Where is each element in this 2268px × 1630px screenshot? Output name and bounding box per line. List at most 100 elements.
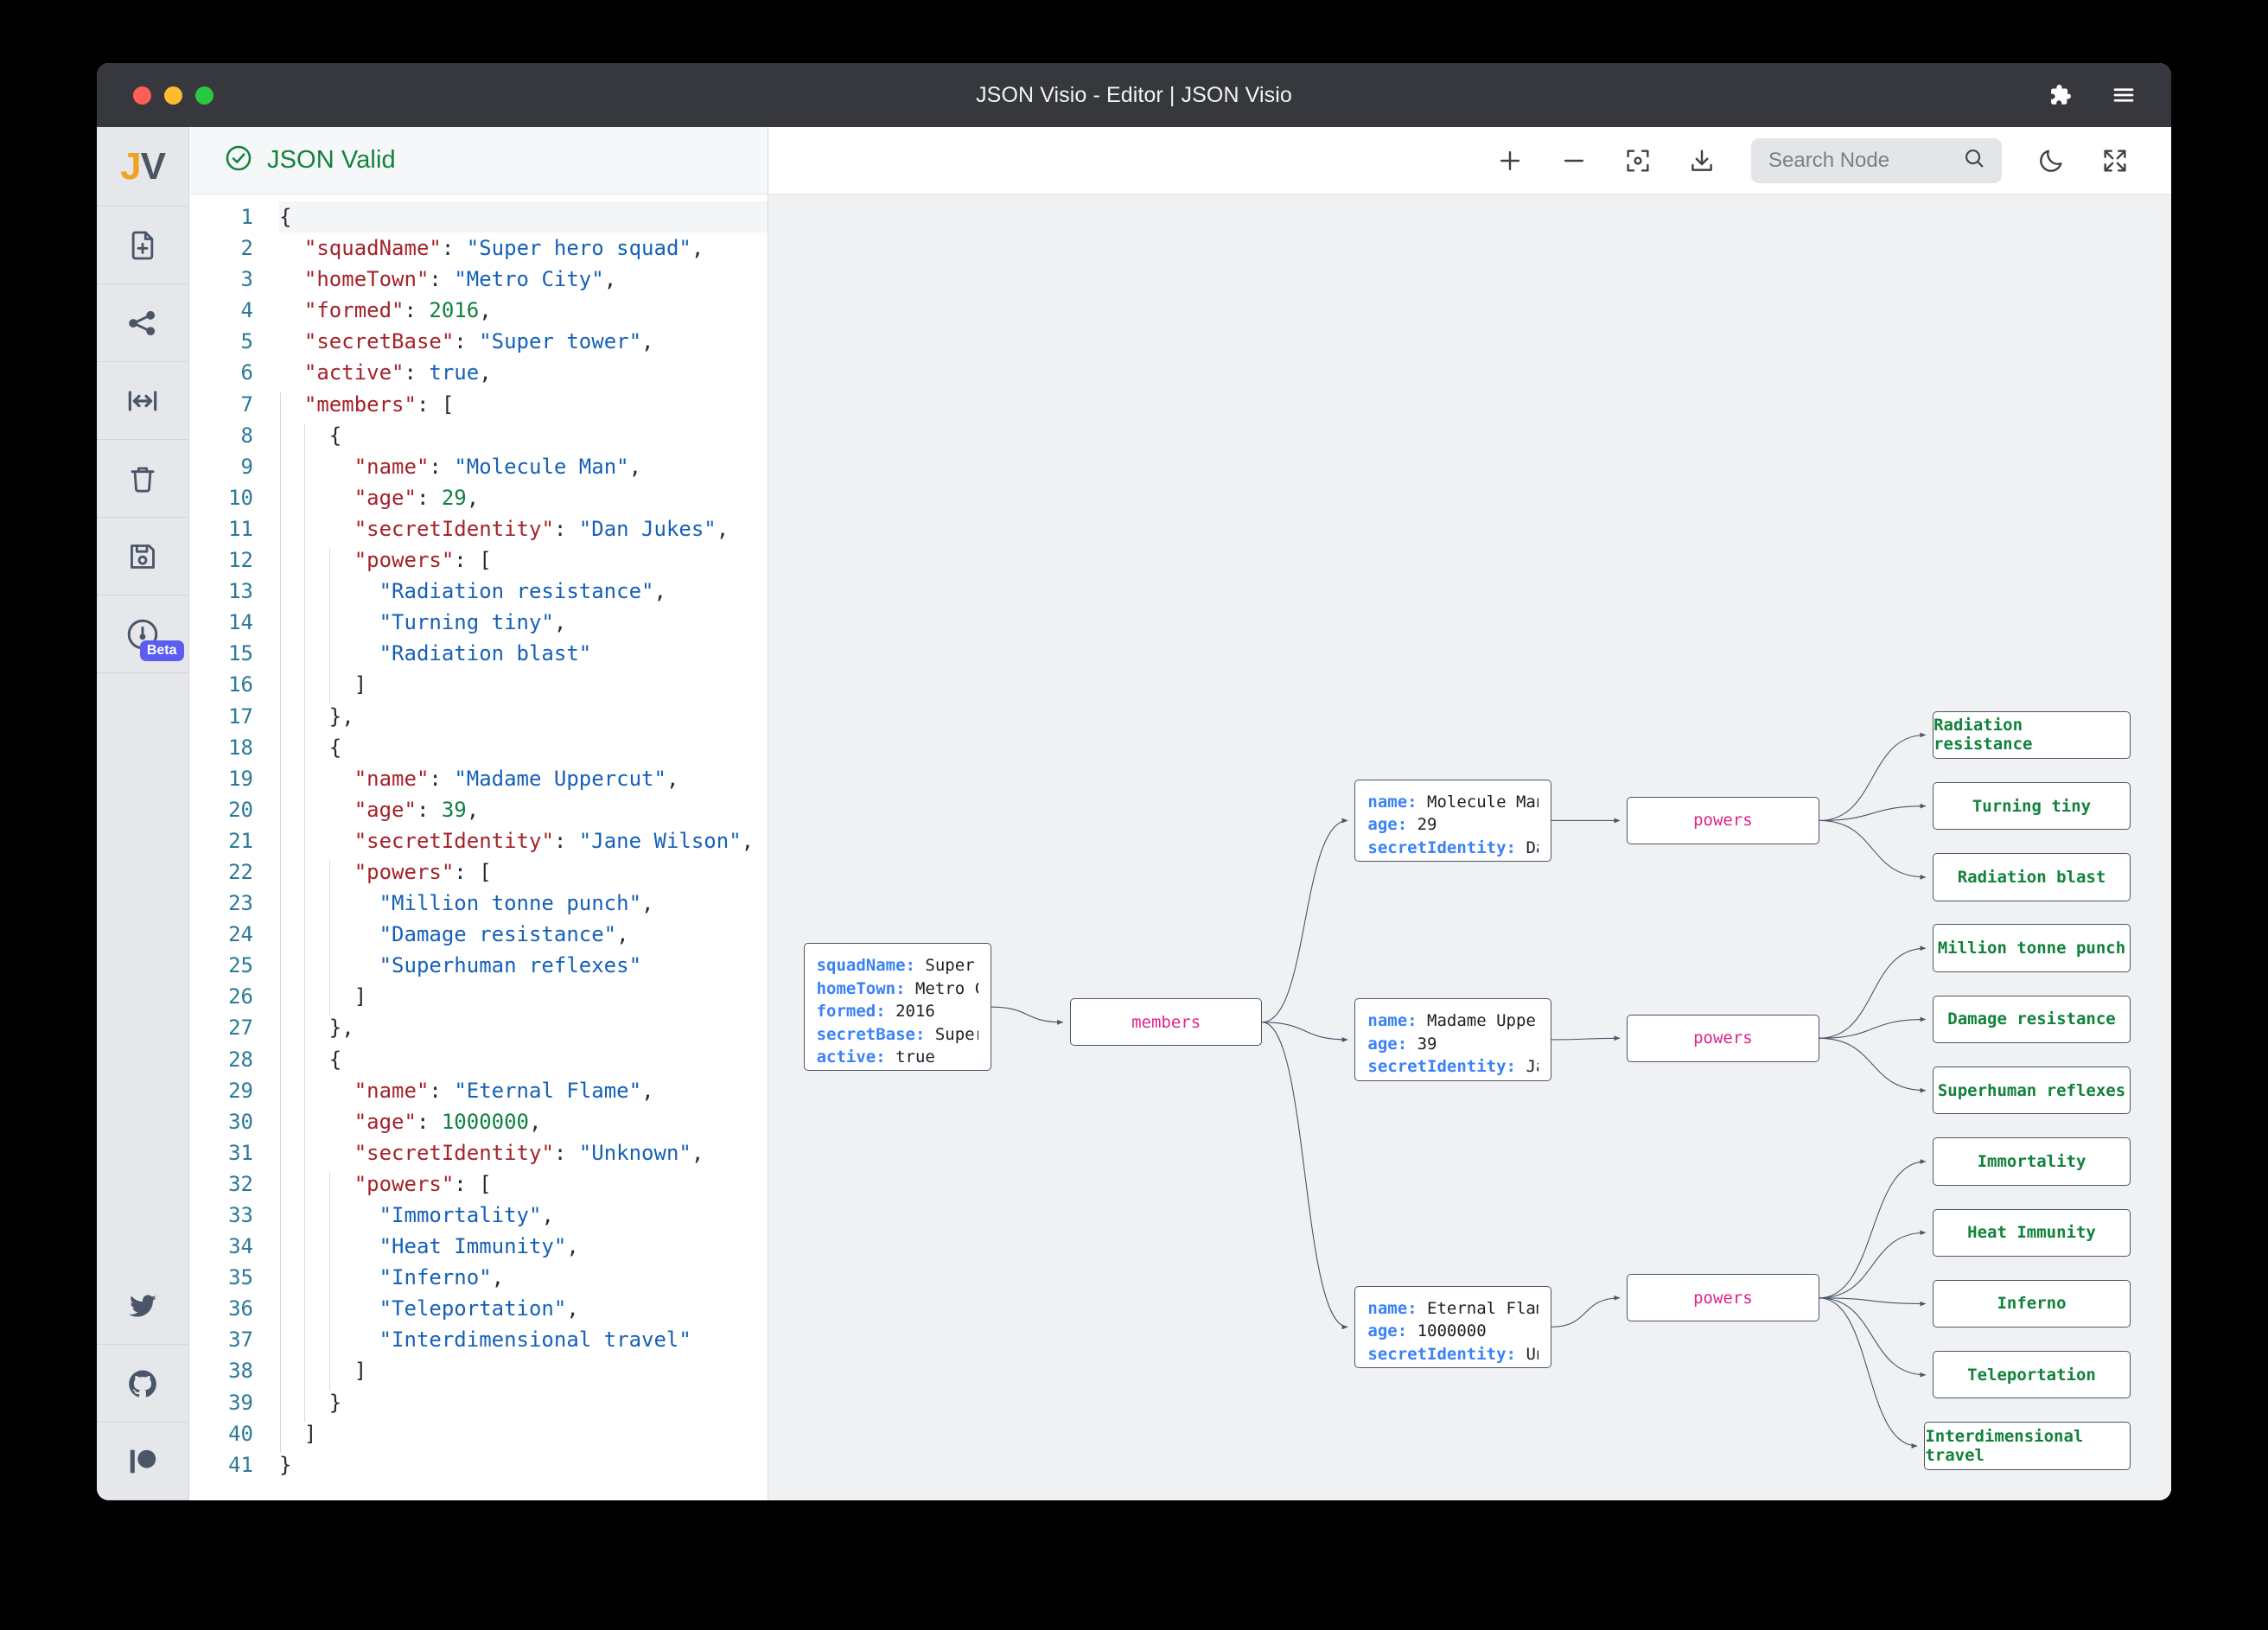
line-number: 16: [189, 669, 253, 700]
code-token-punct: ,: [566, 1234, 578, 1258]
graph-key-node[interactable]: powers: [1627, 1274, 1819, 1321]
graph-node-row: age: 29: [1367, 813, 1538, 837]
code-token-punct: : [: [454, 860, 491, 884]
github-icon[interactable]: [97, 1345, 189, 1423]
plus-icon[interactable]: [1495, 146, 1525, 175]
expand-fullscreen-icon[interactable]: [2100, 146, 2130, 175]
code-line: "squadName": "Super hero squad",: [279, 232, 768, 264]
minus-icon[interactable]: [1559, 146, 1589, 175]
graph-key-node[interactable]: powers: [1627, 1015, 1819, 1062]
code-editor[interactable]: 1234567891011121314151617181920212223242…: [189, 194, 768, 1500]
graph-node-row: name: Molecule Man: [1367, 791, 1538, 814]
graph-toolbar: [768, 127, 2171, 194]
share-nodes-icon[interactable]: [97, 284, 189, 362]
code-token-punct: ,: [629, 455, 641, 479]
code-token-punct: ,: [616, 922, 628, 946]
save-icon[interactable]: [97, 518, 189, 595]
code-token-str: "Heat Immunity": [379, 1234, 567, 1258]
code-token-punct: {: [329, 735, 341, 760]
twitter-icon[interactable]: [97, 1267, 189, 1345]
code-token-key: "powers": [354, 860, 455, 884]
graph-leaf-node[interactable]: Turning tiny: [1933, 782, 2131, 830]
new-file-icon[interactable]: [97, 207, 189, 284]
code-line: {: [279, 201, 768, 232]
code-token-str: "Eternal Flame": [454, 1079, 641, 1103]
code-line: "age": 29,: [279, 482, 768, 513]
graph-leaf-node[interactable]: Teleportation: [1933, 1351, 2131, 1398]
app-logo[interactable]: JV: [97, 127, 189, 207]
gauge-icon[interactable]: Beta: [97, 595, 189, 673]
graph-leaf-node[interactable]: Inferno: [1933, 1280, 2131, 1328]
graph-leaf-node[interactable]: Interdimensional travel: [1924, 1422, 2131, 1469]
code-token-str: "Radiation blast": [379, 641, 592, 665]
code-token-punct: :: [417, 486, 442, 510]
graph-leaf-node[interactable]: Immortality: [1933, 1137, 2131, 1185]
graph-canvas[interactable]: squadName: Super hero…homeTown: Metro Ci…: [768, 194, 2171, 1500]
puzzle-icon[interactable]: [2047, 82, 2073, 108]
graph-node-value: true: [895, 1047, 935, 1067]
maximize-window-button[interactable]: [195, 86, 213, 105]
graph-node-value: 1000000: [1418, 1321, 1487, 1340]
graph-leaf-node[interactable]: Damage resistance: [1933, 996, 2131, 1043]
close-window-button[interactable]: [133, 86, 151, 105]
graph-object-node[interactable]: name: Madame Uppercutage: 39secretIdenti…: [1354, 998, 1551, 1081]
graph-node-key: secretBase:: [817, 1025, 935, 1044]
code-token-num: 39: [442, 798, 467, 822]
expand-width-icon[interactable]: [97, 362, 189, 440]
code-content[interactable]: { "squadName": "Super hero squad", "home…: [267, 201, 768, 1500]
code-line: "Damage resistance",: [279, 919, 768, 950]
code-token-sp: [279, 1359, 354, 1383]
hamburger-menu-icon[interactable]: [2111, 82, 2137, 108]
code-token-sp: [279, 1141, 354, 1165]
code-token-str: "Super tower": [479, 329, 641, 353]
graph-node-value: Molecule Man: [1427, 793, 1539, 812]
graph-object-node[interactable]: name: Molecule Manage: 29secretIdentity:…: [1354, 780, 1551, 863]
line-number: 39: [189, 1387, 253, 1418]
delete-icon[interactable]: [97, 440, 189, 518]
window-title: JSON Visio - Editor | JSON Visio: [97, 83, 2171, 108]
line-number: 14: [189, 607, 253, 638]
search-input[interactable]: [1768, 149, 1953, 173]
focus-center-icon[interactable]: [1623, 146, 1653, 175]
code-token-sp: [279, 329, 304, 353]
code-line: {: [279, 420, 768, 451]
code-token-str: "Turning tiny": [379, 610, 554, 634]
code-line: "Immortality",: [279, 1200, 768, 1231]
graph-object-node[interactable]: squadName: Super hero…homeTown: Metro Ci…: [804, 943, 991, 1071]
graph-node-row: secretIdentity: Unkno…: [1367, 1343, 1538, 1366]
code-token-punct: ,: [529, 1110, 541, 1134]
graph-leaf-node[interactable]: Radiation blast: [1933, 853, 2131, 901]
json-validity-text: JSON Valid: [267, 146, 396, 175]
line-number: 37: [189, 1324, 253, 1355]
line-number: 23: [189, 888, 253, 919]
code-token-punct: {: [329, 423, 341, 448]
code-token-punct: ,: [641, 891, 653, 915]
search-node-box[interactable]: [1751, 138, 2002, 183]
graph-key-node[interactable]: members: [1070, 998, 1262, 1046]
line-number: 27: [189, 1012, 253, 1043]
patreon-icon[interactable]: [97, 1423, 189, 1500]
line-number: 28: [189, 1044, 253, 1075]
graph-node-value: Super tow…: [935, 1025, 978, 1044]
graph-node-value: Dan J…: [1526, 838, 1538, 857]
search-icon[interactable]: [1962, 146, 1986, 175]
code-token-punct: ,: [691, 236, 704, 260]
download-icon[interactable]: [1687, 146, 1717, 175]
graph-edge: [1819, 1162, 1926, 1298]
moon-icon[interactable]: [2036, 146, 2066, 175]
graph-leaf-node[interactable]: Heat Immunity: [1933, 1209, 2131, 1257]
minimize-window-button[interactable]: [164, 86, 182, 105]
graph-leaf-node[interactable]: Superhuman reflexes: [1933, 1067, 2131, 1114]
graph-node-value: Eternal Flame: [1427, 1299, 1539, 1318]
graph-node-row: secretBase: Super tow…: [817, 1023, 978, 1047]
code-line: "secretIdentity": "Jane Wilson",: [279, 825, 768, 856]
graph-leaf-node[interactable]: Radiation resistance: [1933, 711, 2131, 759]
graph-object-node[interactable]: name: Eternal Flameage: 1000000secretIde…: [1354, 1286, 1551, 1369]
code-token-sp: [279, 548, 354, 572]
graph-key-node[interactable]: powers: [1627, 797, 1819, 844]
graph-leaf-node[interactable]: Million tonne punch: [1933, 924, 2131, 971]
line-number: 1: [189, 201, 253, 232]
logo-letter-v: V: [141, 145, 165, 188]
code-token-sp: [279, 860, 354, 884]
line-number: 4: [189, 295, 253, 326]
